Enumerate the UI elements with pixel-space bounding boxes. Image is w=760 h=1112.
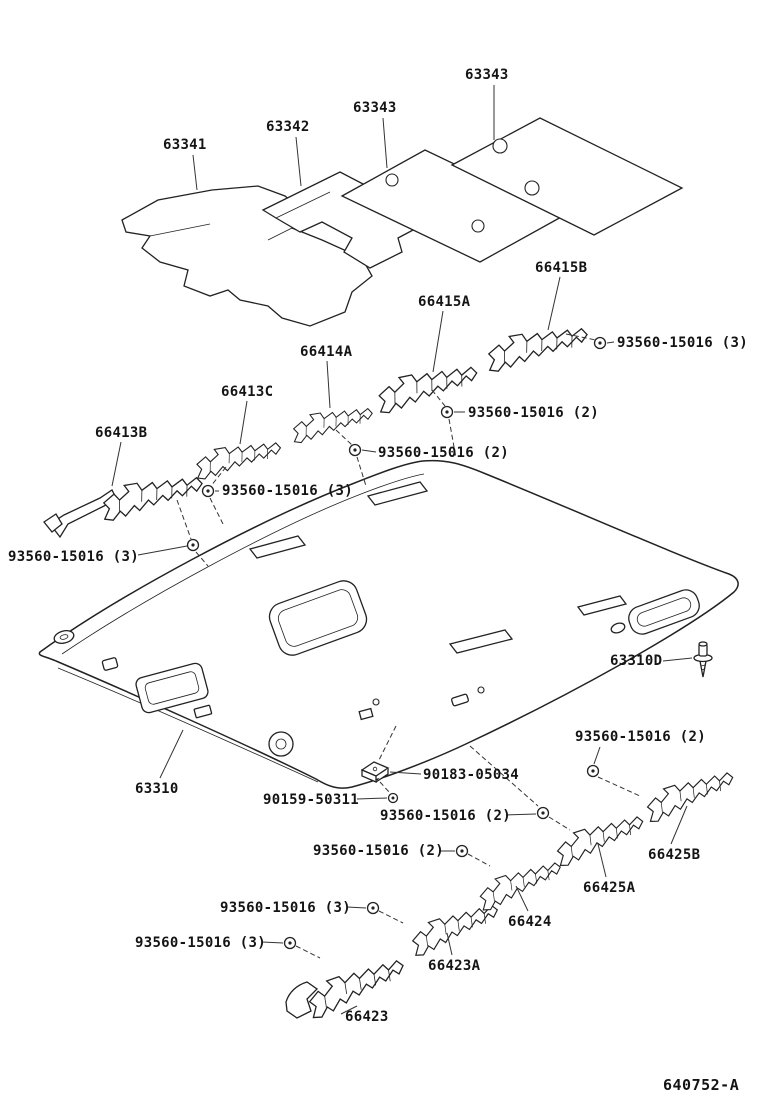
roof-clip-mark — [358, 707, 374, 721]
part-label-63310d: 63310D — [610, 653, 663, 669]
part-label-66423a: 66423A — [428, 958, 481, 974]
roof-hole — [477, 686, 485, 694]
fastener-label-93560-a: 93560-15016 (3) — [617, 335, 748, 351]
roof-opening — [268, 580, 368, 656]
roof-cutout — [101, 657, 119, 671]
roof-grommet — [268, 731, 294, 757]
bracket-66413c — [191, 433, 284, 482]
roof-console-cutout — [135, 662, 209, 714]
roof-hole — [372, 698, 380, 706]
part-label-66415b: 66415B — [535, 260, 588, 276]
roof-slot — [366, 481, 429, 506]
part-label-63343-right: 63343 — [465, 67, 509, 83]
part-label-66424: 66424 — [508, 914, 552, 930]
bracket-66413b — [43, 466, 207, 539]
part-label-63342: 63342 — [266, 119, 310, 135]
part-label-66414a: 66414A — [300, 344, 353, 360]
diagram-code: 640752-A — [663, 1076, 740, 1094]
fastener-screws — [186, 336, 607, 950]
roof-slot — [576, 595, 628, 616]
fastener-label-93560-h: 93560-15016 (2) — [313, 843, 444, 859]
part-label-66423: 66423 — [345, 1009, 389, 1025]
part-label-63341: 63341 — [163, 137, 207, 153]
pad-63343-right — [450, 117, 684, 236]
bracket-66425a — [550, 806, 648, 869]
fastener-label-93560-d: 93560-15016 (3) — [222, 483, 353, 499]
part-label-66415a: 66415A — [418, 294, 471, 310]
roof-slot — [448, 629, 514, 654]
bracket-66424 — [473, 853, 566, 913]
bracket-66415a — [372, 355, 482, 416]
fastener-label-93560-e: 93560-15016 (3) — [8, 549, 139, 565]
leader-lines — [111, 85, 693, 1015]
pad-63341 — [121, 185, 373, 327]
roof-slot — [248, 535, 307, 559]
clip-90183-05034 — [360, 761, 390, 783]
fastener-label-93560-f: 93560-15016 (2) — [575, 729, 706, 745]
fastener-label-93560-b: 93560-15016 (2) — [468, 405, 599, 421]
part-label-66413c: 66413C — [221, 384, 274, 400]
bracket-66414a — [288, 399, 376, 445]
part-label-66413b: 66413B — [95, 425, 148, 441]
fastener-label-93560-g: 93560-15016 (2) — [380, 808, 511, 824]
fastener-label-93560-j: 93560-15016 (3) — [135, 935, 266, 951]
screw-90159-50311 — [387, 792, 399, 804]
bracket-66425b — [640, 762, 738, 825]
assembly-dashed-lines — [176, 333, 641, 959]
roof-headlining-63310 — [38, 459, 739, 789]
screw-63310d — [693, 641, 713, 678]
bracket-66423 — [285, 949, 410, 1021]
roof-grommet — [53, 630, 75, 644]
roof-cutout — [193, 704, 213, 719]
fastener-label-93560-c: 93560-15016 (2) — [378, 445, 509, 461]
part-label-63310: 63310 — [135, 781, 179, 797]
part-label-90183-05034: 90183-05034 — [423, 767, 520, 783]
roof-visor-mount — [451, 693, 469, 707]
part-label-63343-left: 63343 — [353, 100, 397, 116]
fastener-label-93560-i: 93560-15016 (3) — [220, 900, 351, 916]
part-label-66425a: 66425A — [583, 880, 636, 896]
bracket-66415b — [482, 317, 592, 374]
roof-rear-detail — [628, 589, 700, 635]
part-label-66425b: 66425B — [648, 847, 701, 863]
part-label-90159-50311: 90159-50311 — [263, 792, 360, 808]
roof-grommet — [610, 622, 626, 634]
